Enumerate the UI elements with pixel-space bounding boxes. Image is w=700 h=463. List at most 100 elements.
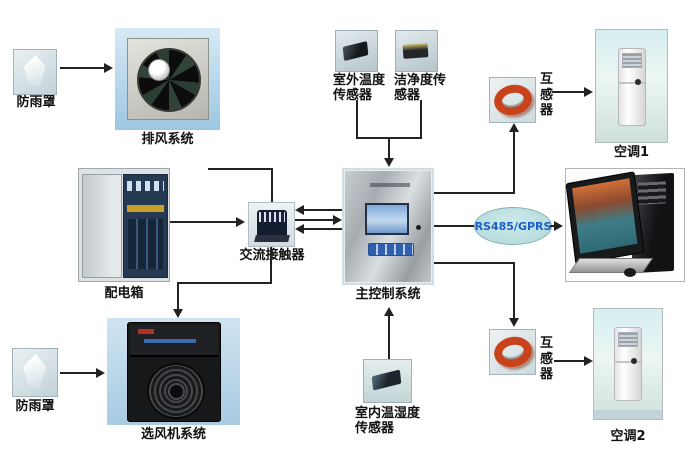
computer-image (565, 168, 685, 282)
transformer-top-label: 互感器 (539, 72, 553, 119)
arrowhead-left-icon (295, 224, 304, 234)
distribution-box-label: 配电箱 (104, 286, 144, 301)
ct-ring-icon (490, 333, 535, 371)
connector-line (434, 225, 475, 227)
connector-line (304, 228, 342, 230)
arrowhead-down-icon (509, 318, 519, 327)
connector-line (271, 168, 273, 202)
outdoor-temp-sensor-label: 室外温度 传感器 (333, 73, 386, 103)
busbar-icon (127, 205, 164, 212)
exhaust-system-label: 排风系统 (141, 132, 194, 147)
ac-cabinet-icon (614, 327, 642, 401)
fan-system-label: 选风机系统 (140, 427, 206, 442)
fan-blades-icon (136, 48, 201, 112)
connector-line (295, 219, 333, 221)
rain-cover-top-label: 防雨罩 (16, 95, 56, 110)
distribution-box-image (78, 168, 170, 282)
connector-line (554, 360, 586, 362)
ac-button-icon (634, 79, 641, 85)
arrowhead-down-icon (173, 309, 183, 318)
breaker-row-icon (127, 181, 164, 191)
ac-button-icon (631, 358, 637, 364)
brand-mark-icon (137, 328, 154, 334)
connector-line (60, 67, 106, 69)
ct-ring-icon (490, 81, 535, 119)
transformer-top-image (489, 77, 536, 123)
arrowhead-left-icon (295, 205, 304, 215)
connector-line (388, 137, 390, 160)
button-strip-icon (368, 243, 414, 256)
rs485-gprs-label: RS485/GPRS (474, 219, 552, 233)
fan-plate-icon (126, 38, 209, 120)
exhaust-system-image (115, 28, 220, 130)
arrowhead-right-icon (554, 221, 563, 231)
cabinet-door-icon (82, 174, 122, 278)
connector-line (177, 282, 272, 284)
connector-line (420, 100, 422, 139)
ac-contactor-image (248, 202, 295, 247)
cleanliness-sensor-label: 洁净度传 感器 (394, 73, 447, 103)
connector-line (170, 221, 238, 223)
monitor-screen-icon (572, 178, 638, 254)
ac-unit-2-image (593, 308, 663, 420)
main-control-label: 主控制系统 (355, 287, 421, 302)
model-text-icon (143, 338, 196, 343)
ac-contactor-label: 交流接触器 (228, 248, 316, 264)
lcd-screen-icon (365, 203, 409, 235)
contactor-device-icon (253, 209, 290, 242)
ac-unit-1-label: 空调1 (613, 145, 650, 160)
arrowhead-right-icon (96, 368, 105, 378)
ac-grille-icon (621, 53, 642, 68)
rain-cover-bottom-image (12, 348, 58, 397)
ac-divider (615, 361, 641, 363)
fan-lid-icon (129, 324, 218, 357)
arrowhead-up-icon (509, 123, 519, 132)
connector-line (434, 192, 515, 194)
panel-knob-icon (416, 225, 421, 230)
connector-line (388, 315, 390, 359)
fan-hub-icon (147, 59, 170, 81)
fan-cap-icon (167, 382, 185, 400)
ac-plinth-icon (594, 410, 662, 419)
panel-title-icon (370, 183, 410, 187)
connector-line (177, 282, 179, 311)
arrowhead-down-icon (384, 158, 394, 167)
transformer-bottom-image (489, 329, 536, 375)
rain-cover-crystal-icon (23, 54, 46, 88)
connector-line (513, 262, 515, 320)
ac-unit-1-image (595, 29, 668, 143)
contactor-base-icon (253, 234, 290, 242)
fan-system-image (107, 318, 240, 425)
ac-divider (618, 82, 645, 84)
monitor-icon (565, 171, 645, 265)
connector-line (434, 262, 515, 264)
connector-line (304, 209, 342, 211)
arrowhead-right-icon (584, 87, 593, 97)
cabinet-interior-icon (123, 174, 168, 278)
keyboard-icon (568, 258, 654, 273)
fan-unit-icon (126, 321, 221, 422)
arrowhead-right-icon (333, 215, 342, 225)
ac-cabinet-icon (617, 48, 646, 126)
connector-line (60, 372, 98, 374)
arrowhead-up-icon (384, 307, 394, 316)
contactor-terminals-icon (258, 211, 285, 222)
main-control-image (342, 168, 434, 285)
ac-grille-icon (618, 332, 638, 347)
humidity-sensor-icon (372, 369, 402, 392)
connector-line (356, 100, 358, 139)
cleanliness-sensor-icon (402, 42, 430, 59)
indoor-sensor-label: 室内温湿度 传感器 (355, 406, 421, 436)
arrowhead-right-icon (584, 356, 593, 366)
connector-line (270, 247, 272, 284)
temp-sensor-icon (343, 40, 370, 61)
connector-line (513, 131, 515, 194)
arrowhead-right-icon (104, 63, 113, 73)
transformer-bottom-label: 互感器 (539, 336, 553, 383)
rain-cover-bottom-label: 防雨罩 (15, 399, 55, 414)
rain-cover-top-image (13, 49, 57, 95)
connector-line (208, 168, 273, 170)
tower-drive-bays-icon (638, 181, 666, 205)
breakers-icon (128, 219, 163, 269)
arrowhead-right-icon (236, 217, 245, 227)
